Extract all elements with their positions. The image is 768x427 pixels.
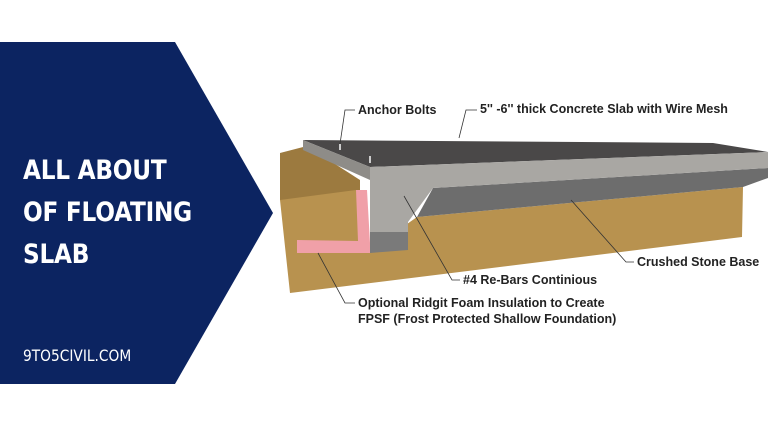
soil-back-slope <box>280 146 360 200</box>
label-foam-line2: FPSF (Frost Protected Shallow Foundation… <box>358 312 617 326</box>
crushed-stone-layer <box>417 168 768 217</box>
label-rebars: #4 Re-Bars Continious <box>463 273 598 287</box>
slab-left-face <box>303 140 370 180</box>
leader-rebars <box>403 195 460 281</box>
title-line: ALL ABOUT <box>23 155 167 186</box>
label-anchor-bolts: Anchor Bolts <box>358 103 437 117</box>
label-concrete-slab: 5'' -6'' thick Concrete Slab with Wire M… <box>480 102 728 116</box>
website-label: 9TO5CIVIL.COM <box>23 346 132 365</box>
anchor-bolt <box>339 144 341 150</box>
slab-front-face <box>370 152 768 232</box>
leader-lines <box>317 109 634 304</box>
leader-stone <box>570 199 634 263</box>
banner-arrow-shape <box>0 42 273 384</box>
leader-foam <box>317 252 355 304</box>
title-line: SLAB <box>23 239 90 270</box>
slab-top-surface <box>303 140 768 167</box>
footing-stone <box>370 230 408 253</box>
leader-slab <box>458 109 477 139</box>
anchor-bolt <box>369 156 371 163</box>
soil-block <box>280 187 743 293</box>
label-foam-line1: Optional Ridgit Foam Insulation to Creat… <box>358 296 605 310</box>
title-line: OF FLOATING <box>23 197 192 228</box>
foam-insulation <box>297 190 370 253</box>
banner-title: ALL ABOUT OF FLOATING SLAB <box>23 150 192 276</box>
leader-anchor-bolts <box>339 109 355 145</box>
label-crushed-stone: Crushed Stone Base <box>637 255 760 269</box>
